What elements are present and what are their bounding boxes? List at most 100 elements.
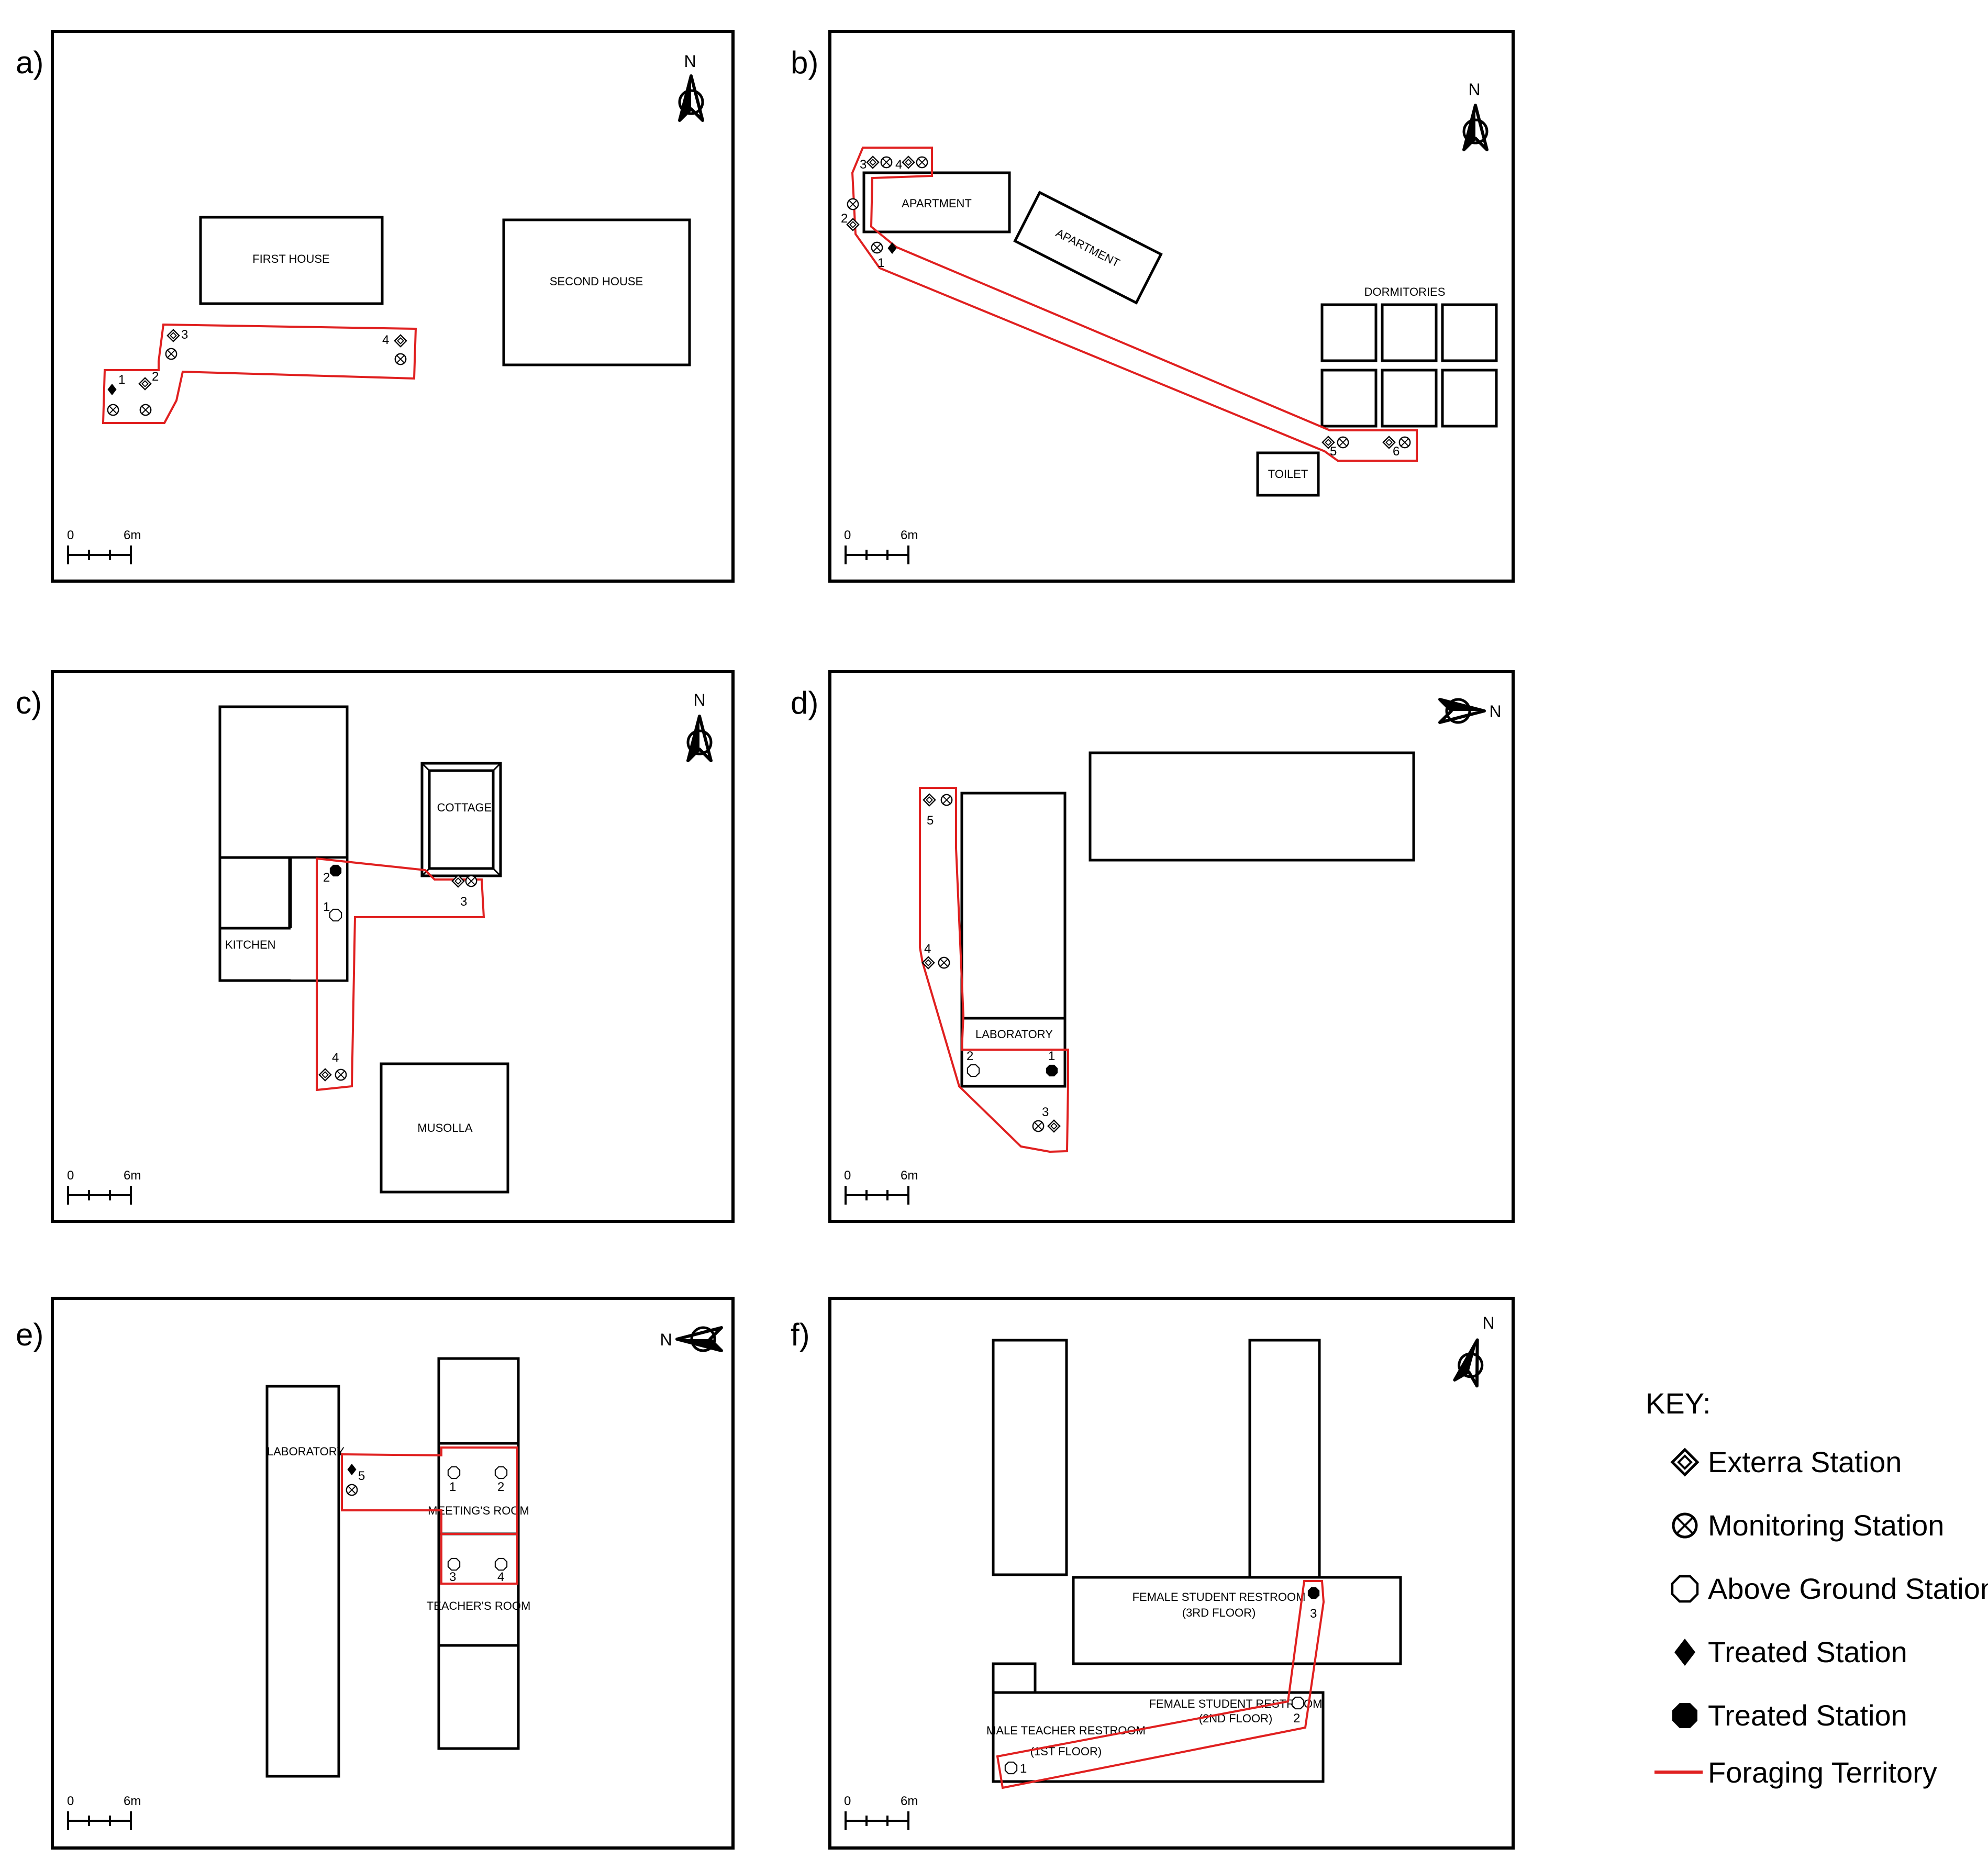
svg-text:N: N: [660, 1330, 672, 1349]
svg-text:6m: 6m: [124, 1168, 141, 1183]
monitoring-station-icon: [346, 1484, 358, 1496]
station-number: 2: [497, 1480, 504, 1494]
dormitory-block: [1381, 369, 1438, 428]
monitoring-station-icon: [880, 156, 893, 169]
station-number: 4: [332, 1051, 339, 1065]
svg-text:0: 0: [844, 1794, 851, 1808]
cottage-inner: [428, 769, 495, 870]
monitoring-station-icon: [871, 241, 883, 254]
dormitory-block: [1381, 303, 1438, 362]
svg-text:0: 0: [844, 528, 851, 542]
key-label: Foraging Territory: [1708, 1756, 1937, 1789]
station-number: 1: [118, 373, 125, 387]
dormitory-block: [1320, 303, 1378, 362]
station-number: 5: [1330, 444, 1337, 459]
building-label: (3RD FLOOR): [1182, 1606, 1256, 1619]
building-laboratory: [265, 1385, 340, 1778]
station-number: 2: [152, 370, 159, 384]
station-number: 5: [927, 814, 934, 828]
building-label: MEETING'S ROOM: [428, 1504, 529, 1517]
building-kitchen: [218, 705, 349, 982]
building-female-restroom-3rd: [1072, 1576, 1402, 1665]
building-label: FEMALE STUDENT RESTROOM: [1132, 1590, 1306, 1604]
building-annex: [992, 1662, 1037, 1694]
dormitory-block: [1320, 369, 1378, 428]
key-label: Treated Station: [1708, 1699, 1907, 1732]
building-first-house: [199, 216, 384, 305]
key-title: KEY:: [1646, 1387, 1711, 1420]
building-wing-left: [992, 1339, 1068, 1576]
treated-diamond-icon: [1674, 1639, 1695, 1666]
monitoring-icon: [1673, 1514, 1696, 1537]
north-arrow-icon: N: [1454, 1313, 1495, 1386]
svg-text:N: N: [1489, 702, 1501, 721]
building-label: TEACHER'S ROOM: [427, 1599, 531, 1612]
building-toilet: [1256, 451, 1320, 497]
above-ground-station-icon: [494, 1557, 508, 1571]
scale-bar: 0 6m: [67, 528, 141, 565]
station-number: 1: [878, 256, 884, 270]
panel-e: e) N LABORATORY MEETING'S ROOM TEACHER'S…: [16, 1297, 735, 1850]
treated-octagon-icon: [1672, 1703, 1697, 1728]
north-arrow-icon: N: [660, 1328, 721, 1351]
monitoring-station-icon: [165, 348, 177, 360]
building-wing-right: [1248, 1339, 1321, 1579]
above-ground-station-icon: [494, 1466, 508, 1479]
monitoring-station-icon: [1337, 436, 1349, 449]
north-arrow-icon: N: [688, 691, 711, 761]
treated-station-icon: [1046, 1064, 1058, 1077]
building-block: [1089, 751, 1415, 862]
building-second-house: [502, 218, 691, 366]
panel-letter: e): [16, 1317, 43, 1352]
key-label: Treated Station: [1708, 1635, 1907, 1668]
foraging-territory: [851, 147, 1418, 462]
panel-b: b) N APARTMENT APARTMENT DORMITORIES TOI…: [791, 30, 1515, 583]
station-number: 2: [323, 871, 330, 885]
station-number: 5: [358, 1469, 365, 1483]
panel-letter: f): [791, 1317, 810, 1352]
above-ground-station-icon: [447, 1466, 461, 1479]
key-label: Above Ground Station: [1708, 1572, 1988, 1605]
svg-text:0: 0: [844, 1168, 851, 1183]
above-ground-station-icon: [967, 1064, 980, 1077]
station-number: 2: [1293, 1711, 1300, 1726]
monitoring-station-icon: [1398, 436, 1411, 449]
building-label: LABORATORY: [267, 1445, 345, 1458]
treated-station-icon: [329, 864, 342, 877]
panel-letter: b): [791, 45, 818, 80]
above-ground-station-icon: [329, 908, 342, 922]
building-label: MALE TEACHER RESTROOM: [986, 1724, 1146, 1737]
foraging-territory: [341, 1446, 518, 1585]
building-label: APARTMENT: [902, 197, 972, 210]
svg-text:6m: 6m: [901, 1794, 918, 1808]
svg-text:N: N: [1468, 80, 1480, 99]
station-number: 4: [497, 1570, 504, 1584]
svg-text:6m: 6m: [901, 528, 918, 542]
building-lower: [992, 1691, 1325, 1783]
dormitory-block: [1441, 369, 1498, 428]
station-number: 4: [382, 333, 389, 347]
building-label: LABORATORY: [975, 1028, 1053, 1041]
monitoring-station-icon: [465, 875, 477, 887]
panel-a: a) N FIRST HOUSE SECOND HOUSE 1 2 3 4 0 …: [16, 30, 735, 583]
scale-bar: 0 6m: [844, 528, 918, 565]
panel-f: f) N FEMALE STUDENT RESTROOM (3RD FLOOR)…: [791, 1297, 1515, 1850]
station-number: 4: [895, 158, 902, 172]
scale-bar: 0 6m: [67, 1168, 141, 1206]
building-label: (2ND FLOOR): [1199, 1712, 1273, 1725]
foraging-territory: [102, 323, 417, 424]
building-label: COTTAGE: [437, 801, 492, 814]
dormitory-block: [1441, 303, 1498, 362]
building-label: (1ST FLOOR): [1030, 1745, 1102, 1758]
building-wing: [437, 1357, 520, 1750]
north-arrow-icon: N: [680, 52, 703, 120]
monitoring-station-icon: [938, 956, 950, 969]
svg-text:6m: 6m: [901, 1168, 918, 1183]
station-number: 3: [1310, 1607, 1317, 1621]
building-label: FIRST HOUSE: [252, 252, 330, 265]
key-label: Monitoring Station: [1708, 1509, 1944, 1542]
svg-text:N: N: [693, 691, 705, 709]
station-number: 1: [1020, 1762, 1027, 1776]
map-key: KEY: Exterra Station Monitoring Station …: [1646, 1387, 1988, 1789]
building-label: MUSOLLA: [417, 1121, 472, 1134]
